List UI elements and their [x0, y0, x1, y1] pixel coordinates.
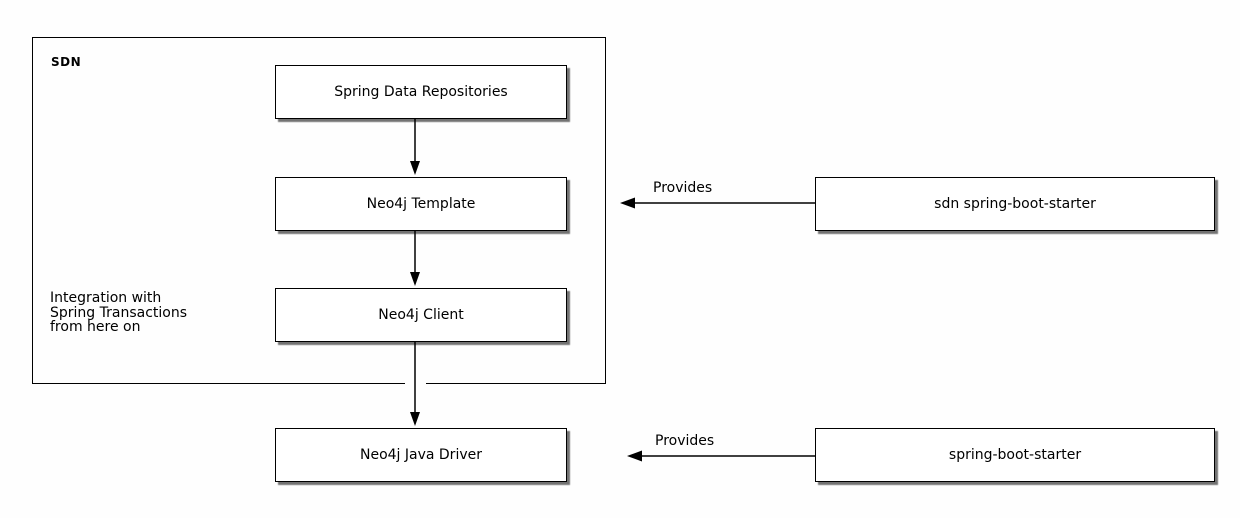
- edge-label-provides-top: Provides: [653, 180, 713, 196]
- edge-label-provides-bottom: Provides: [655, 433, 715, 449]
- node-spring-data-repositories-label: Spring Data Repositories: [334, 84, 508, 100]
- node-neo4j-template: Neo4j Template: [275, 177, 567, 231]
- node-sdn-spring-boot-starter: sdn spring-boot-starter: [815, 177, 1215, 231]
- node-neo4j-java-driver-label: Neo4j Java Driver: [359, 447, 482, 463]
- sdn-container-label: SDN: [51, 55, 82, 69]
- arrow-starter-provides: [627, 450, 815, 462]
- sdn-border-gap: [405, 382, 426, 387]
- node-neo4j-template-label: Neo4j Template: [366, 196, 476, 212]
- sdn-container-box: SDN: [32, 37, 606, 384]
- integration-note-line-2: Spring Transactions: [50, 304, 188, 321]
- integration-note-line-1: Integration with: [50, 290, 162, 306]
- node-spring-data-repositories: Spring Data Repositories: [275, 65, 567, 119]
- node-spring-boot-starter-label: spring-boot-starter: [948, 447, 1082, 463]
- node-neo4j-java-driver: Neo4j Java Driver: [275, 428, 567, 482]
- arrow-sdn-starter-provides: [620, 197, 815, 209]
- node-neo4j-client: Neo4j Client: [275, 288, 567, 342]
- integration-note-line-3: from here on: [50, 319, 141, 335]
- integration-note: Integration with Spring Transactions fro…: [50, 291, 187, 335]
- node-spring-boot-starter: spring-boot-starter: [815, 428, 1215, 482]
- node-sdn-spring-boot-starter-label: sdn spring-boot-starter: [934, 196, 1096, 212]
- node-neo4j-client-label: Neo4j Client: [378, 307, 464, 323]
